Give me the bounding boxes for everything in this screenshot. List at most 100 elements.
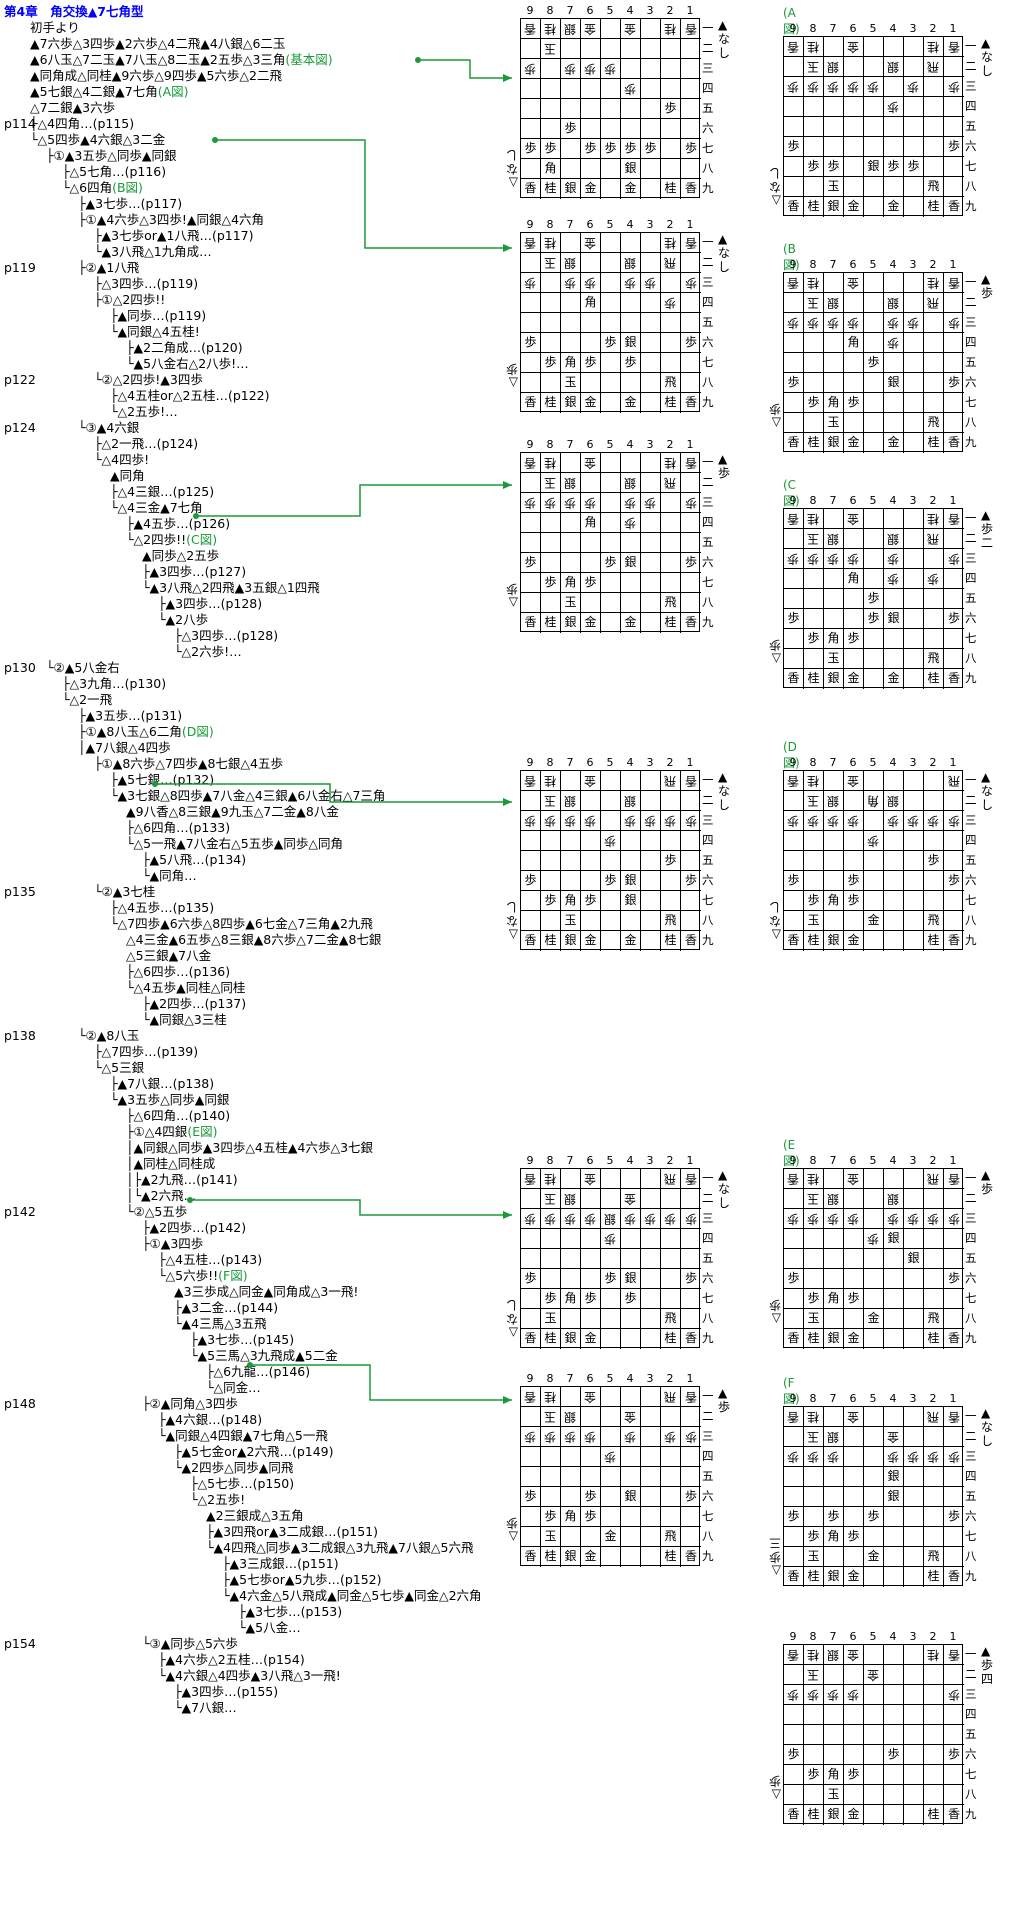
board-cell: [904, 649, 924, 669]
board-cell: [661, 513, 681, 533]
rank-numbers: 一二三四五六七八九: [702, 18, 716, 198]
move-text: ├△6四歩…(p136): [126, 964, 231, 979]
board-cell: 歩: [824, 1447, 844, 1467]
arrow-head: [503, 481, 512, 489]
board-cell: 歩: [621, 79, 641, 99]
board-cell: [541, 831, 561, 851]
board-cell: [844, 529, 864, 549]
board-cell: [884, 1645, 904, 1665]
variation-line: └▲3五歩△同歩▲同銀: [110, 1092, 229, 1108]
board-cell: [621, 1507, 641, 1527]
board-cell: 歩: [944, 1269, 964, 1289]
piece: 香: [787, 40, 800, 54]
rank-number: 三: [965, 1687, 977, 1701]
board-cell: 角: [824, 1765, 844, 1785]
piece: 桂: [927, 1331, 940, 1345]
rank-number: 三: [965, 1449, 977, 1463]
piece: 香: [524, 1172, 537, 1186]
board-cell: [844, 1249, 864, 1269]
board-cell: 歩: [541, 891, 561, 911]
board-grid: 香桂金飛香玉銀金歩歩歩歩歩歩歩銀銀歩歩歩歩歩角歩玉金飛香桂銀金桂香: [783, 1406, 964, 1587]
board-cell: [884, 353, 904, 373]
board-cell: [864, 1249, 884, 1269]
board-cell: 香: [784, 1329, 804, 1349]
board-cell: 歩: [804, 1765, 824, 1785]
board-cell: 銀: [621, 871, 641, 891]
piece: 銀: [827, 199, 840, 213]
board-cell: [864, 1289, 884, 1309]
board-cell: [784, 293, 804, 313]
move-text: ├△2一飛…(p124): [94, 436, 199, 451]
variation-line: ├▲7八銀…(p138): [110, 1076, 214, 1092]
board-cell: [904, 353, 924, 373]
file-number: 7: [829, 1392, 837, 1405]
piece: 銀: [564, 615, 577, 629]
board-cell: [944, 589, 964, 609]
board-cell: 歩: [661, 99, 681, 119]
board-cell: 香: [784, 1567, 804, 1587]
board-cell: [864, 931, 884, 951]
piece: 歩: [604, 1232, 617, 1246]
board-cell: 歩: [824, 549, 844, 569]
board-cell: 飛: [944, 771, 964, 791]
board-cell: [784, 1309, 804, 1329]
move-text: └△2六歩!…: [174, 644, 242, 659]
piece: 玉: [564, 913, 577, 927]
rank-number: 九: [965, 435, 977, 449]
board-cell: [864, 891, 884, 911]
board-cell: 香: [944, 669, 964, 689]
variation-line: └▲2四歩△同歩▲同飛: [174, 1460, 293, 1476]
piece: 歩: [907, 1450, 920, 1464]
file-number: 9: [789, 258, 797, 271]
move-text: ├▲4六銀…(p148): [158, 1412, 263, 1427]
board-cell: [601, 1467, 621, 1487]
gote-hand: △なし: [505, 900, 518, 942]
board-cell: 香: [521, 233, 541, 253]
board-cell: [784, 1785, 804, 1805]
piece: 歩: [787, 814, 800, 828]
rank-number: 六: [965, 139, 977, 153]
board-cell: [904, 1169, 924, 1189]
board-cell: [784, 333, 804, 353]
rank-number: 九: [965, 1807, 977, 1821]
board-cell: [641, 313, 661, 333]
board-cell: 歩: [904, 77, 924, 97]
piece: 歩: [947, 80, 960, 94]
piece: 歩: [624, 1430, 637, 1444]
board-cell: [784, 629, 804, 649]
board-cell: 歩: [621, 811, 641, 831]
move-text: △4三金▲6五歩△8三銀▲8六歩△7二金▲8七銀: [126, 932, 382, 947]
variation-line: ├①▲3五歩△同歩▲同銀: [46, 148, 177, 164]
board-cell: [924, 117, 944, 137]
board-cell: [944, 1665, 964, 1685]
board-cell: [804, 851, 824, 871]
piece: 歩: [907, 80, 920, 94]
board-cell: 銀: [904, 1249, 924, 1269]
piece: 玉: [807, 913, 820, 927]
board-cell: 香: [521, 179, 541, 199]
board-cell: [904, 1567, 924, 1587]
board-cell: [521, 99, 541, 119]
board-cell: [541, 593, 561, 613]
board-cell: 香: [521, 1329, 541, 1349]
board-cell: 飛: [661, 771, 681, 791]
board-cell: [864, 137, 884, 157]
file-number: 8: [546, 1154, 554, 1167]
piece: 香: [524, 1390, 537, 1404]
board-cell: [784, 649, 804, 669]
page-ref: p124: [4, 420, 36, 435]
board-cell: [541, 513, 561, 533]
board-cell: [904, 871, 924, 891]
piece: 歩: [584, 62, 597, 76]
rank-number: 一: [965, 39, 977, 53]
rank-number: 三: [965, 315, 977, 329]
file-number: 6: [586, 218, 594, 231]
rank-number: 一: [702, 455, 714, 469]
board-cell: [904, 1309, 924, 1329]
piece: 歩: [927, 1212, 940, 1226]
board-cell: [621, 533, 641, 553]
board-cell: [681, 573, 701, 593]
board-cell: 歩: [844, 1289, 864, 1309]
